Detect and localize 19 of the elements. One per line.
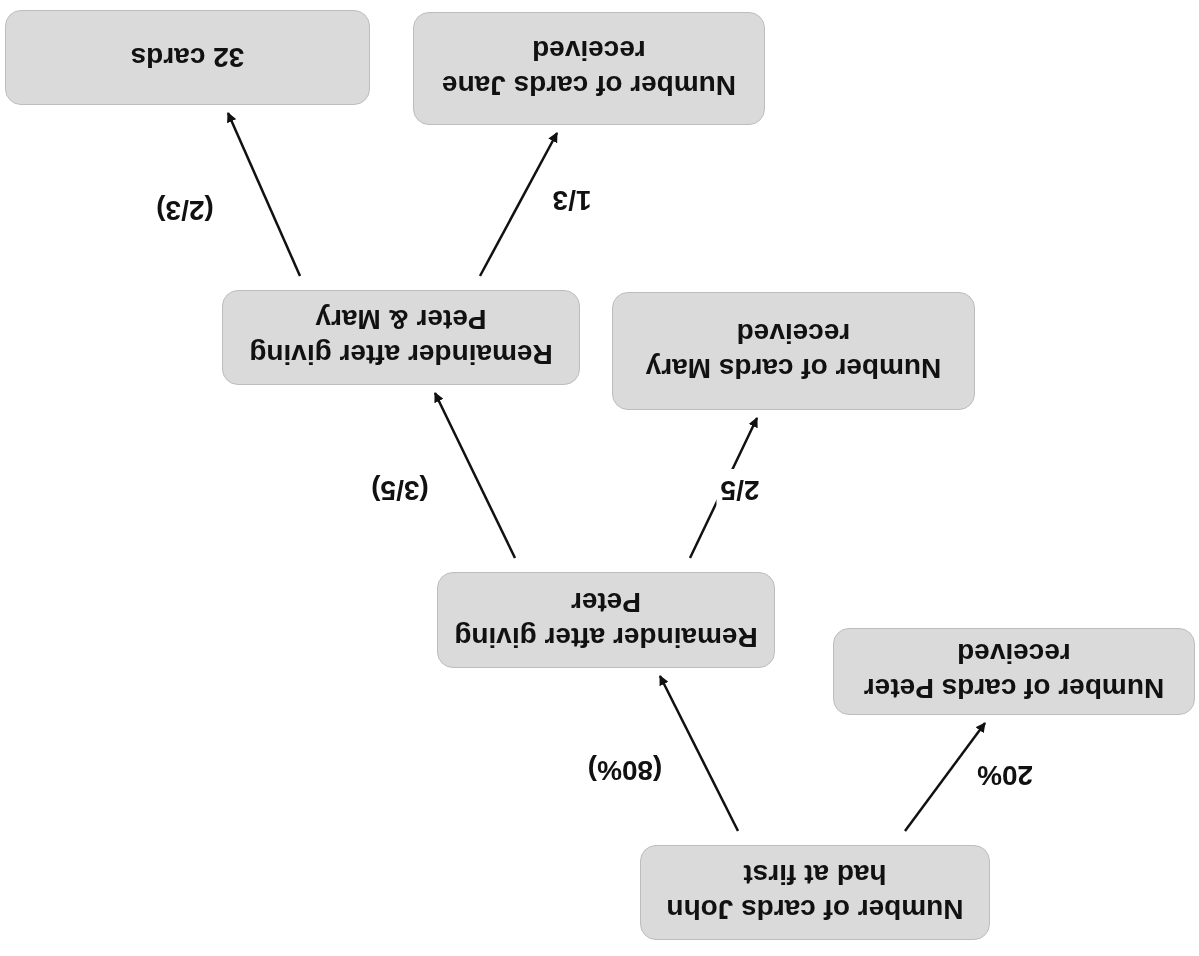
- box-text: Number of cards Jane received: [440, 34, 738, 104]
- box-text: Number of cards John had at first: [665, 858, 965, 928]
- box-text: 32 cards: [130, 41, 245, 75]
- arrow: [226, 112, 302, 277]
- box-text: Remainder after giving Peter & Mary: [248, 303, 554, 373]
- arrow: [904, 722, 986, 832]
- rounded-box: [5, 10, 370, 105]
- box-text: Remainder after giving Peter: [454, 586, 758, 655]
- rounded-box: [640, 845, 990, 940]
- rounded-box: [833, 628, 1195, 715]
- rounded-box: [437, 572, 775, 668]
- arrow: [658, 675, 740, 832]
- box-text: Number of cards Peter received: [862, 637, 1166, 707]
- arrow: [478, 132, 559, 277]
- box-text: Number of cards Mary received: [644, 317, 943, 386]
- rounded-box: [413, 12, 765, 125]
- rounded-box: [222, 290, 580, 385]
- rounded-box: [612, 292, 975, 410]
- arrow: [433, 392, 517, 559]
